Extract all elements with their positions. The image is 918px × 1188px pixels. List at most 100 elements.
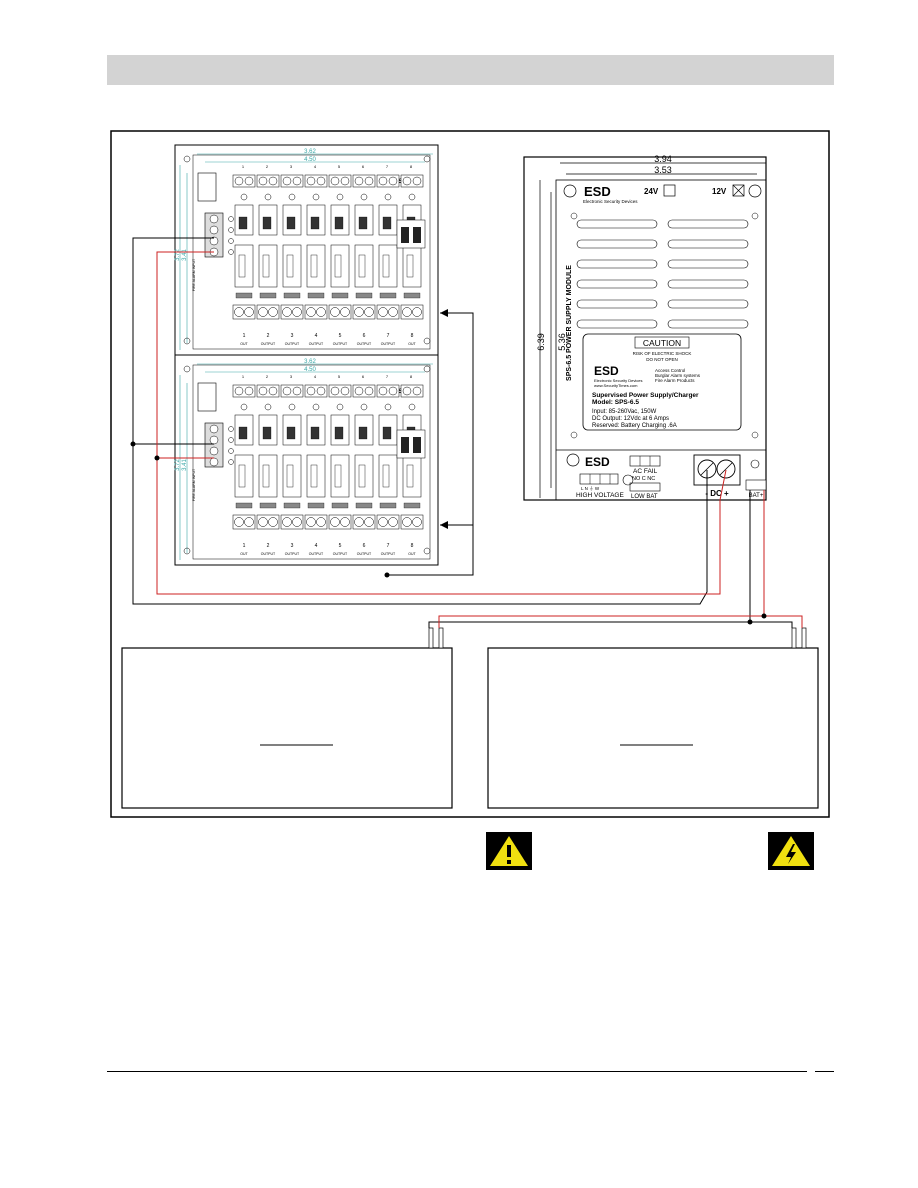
relay-large [306,244,326,288]
channel-bottom-number: 3 [291,543,294,549]
high-voltage-terminal [579,473,619,485]
caution-label [582,333,742,431]
dc-screw-plus [716,459,736,479]
wiring [130,237,803,628]
product-input: Input: 85-260Vac, 150W [592,409,657,415]
relay-large [330,454,350,498]
input-terminal [204,212,224,258]
product-output: DC Output: 12Vdc at 6 Amps [592,416,669,422]
fuse-icon [622,474,634,486]
led-icon [408,403,416,411]
output-label: OUTPUT [261,342,276,346]
channel-bottom-number: 7 [387,333,390,339]
psu-dim-width-outer: 3.94 [654,154,672,164]
psu-brand: ESD [584,184,611,199]
psu-bottom-brand: ESD [585,455,610,469]
mounting-hole [183,547,191,555]
jumper-12v [732,184,745,197]
channel-top-number: 6 [362,374,365,379]
channel-top-number: 3 [290,374,293,379]
led-icon [264,193,272,201]
channel-top-number: 7 [386,164,389,169]
led-icon [384,193,392,201]
relay-large [354,454,374,498]
panel-dim-outer-h: 3.72 [175,459,181,471]
high-voltage-label: HIGH VOLTAGE [576,492,624,499]
relay-large [330,244,350,288]
low-bat-label: LOW BAT [631,494,658,500]
jumper-24v [663,184,676,197]
caution-company: Electronic Security Devices [594,378,642,383]
dc-label: - DC + [705,489,729,498]
output-label: OUTPUT [285,342,300,346]
psu-24v-label: 24V [644,187,659,196]
relay-large [234,454,254,498]
channel-bottom-number: 5 [339,333,342,339]
vent-slot [576,279,658,289]
jumper-block [283,502,301,509]
channel-top-number: 2 [266,374,269,379]
channel-top-number: 1 [242,374,245,379]
company-line-2: Burglar Alarm systems [655,373,701,378]
led-icon [288,403,296,411]
output-label: OUTPUT [261,552,276,556]
product-name: Supervised Power Supply/Charger [592,392,699,399]
footer-rule [107,1071,807,1072]
nc-c-label: NO C NC [632,476,655,482]
panel-dim-inner-w: 4.50 [304,157,316,163]
channel-bottom-number: 3 [291,333,294,339]
vent-slot [576,259,658,269]
battery-left [121,647,453,809]
jumper-block [355,292,373,299]
led-icon [336,193,344,201]
channel-top-number: 1 [242,164,245,169]
caution-brand: ESD [594,364,619,378]
relay-large [258,244,278,288]
mounting-hole [423,337,431,345]
relay-large [378,454,398,498]
diagram-frame [110,130,830,818]
vent-slot [576,299,658,309]
jumper-block [307,292,325,299]
product-battery: Reserved: Battery Charging .6A [592,423,677,429]
channel-bottom-number: 6 [363,333,366,339]
header-bar [107,55,834,85]
channel-bottom-number: 1 [243,543,246,549]
led-icon [312,403,320,411]
battery-left-post-neg [428,627,434,649]
led-icon [312,193,320,201]
battery-left-post-pos [438,627,444,649]
output-label: OUTPUT [333,342,348,346]
channel-bottom-number: 1 [243,333,246,339]
channel-bottom-number: 2 [267,543,270,549]
psu-dim-height-inner: 5.36 [557,333,567,351]
channel-bottom-number: 8 [411,333,414,339]
battery-right-post-neg [791,627,797,649]
output-label: OUTPUT [309,342,324,346]
jumper-block [307,502,325,509]
fire-alarm-input-label: FIRE ALARM INPUT [192,468,196,501]
channel-bottom-number: 2 [267,333,270,339]
channel-bottom-number: 5 [339,543,342,549]
caution-line-1: RISK OF ELECTRIC SHOCK [633,351,692,356]
footer-page-mark [815,1071,834,1072]
channel-bottom-number: 8 [411,543,414,549]
channel-top-number: 2 [266,164,269,169]
channel-top-number: 5 [338,164,341,169]
led-icon [264,403,272,411]
relay-large [354,244,374,288]
channel-bottom-number: 4 [315,333,318,339]
panel-dim-inner-h: 3.41 [182,459,188,471]
ac-fail-terminal [629,455,661,467]
relay-large [258,454,278,498]
bat-fuse-icon [750,459,760,469]
jumper-block [331,292,349,299]
screw-icon [563,184,577,198]
output-label: OUT [408,342,416,346]
channel-top-number: 8 [410,164,413,169]
jumper-block [235,292,253,299]
jumper-block [259,292,277,299]
vent-slot [667,239,749,249]
